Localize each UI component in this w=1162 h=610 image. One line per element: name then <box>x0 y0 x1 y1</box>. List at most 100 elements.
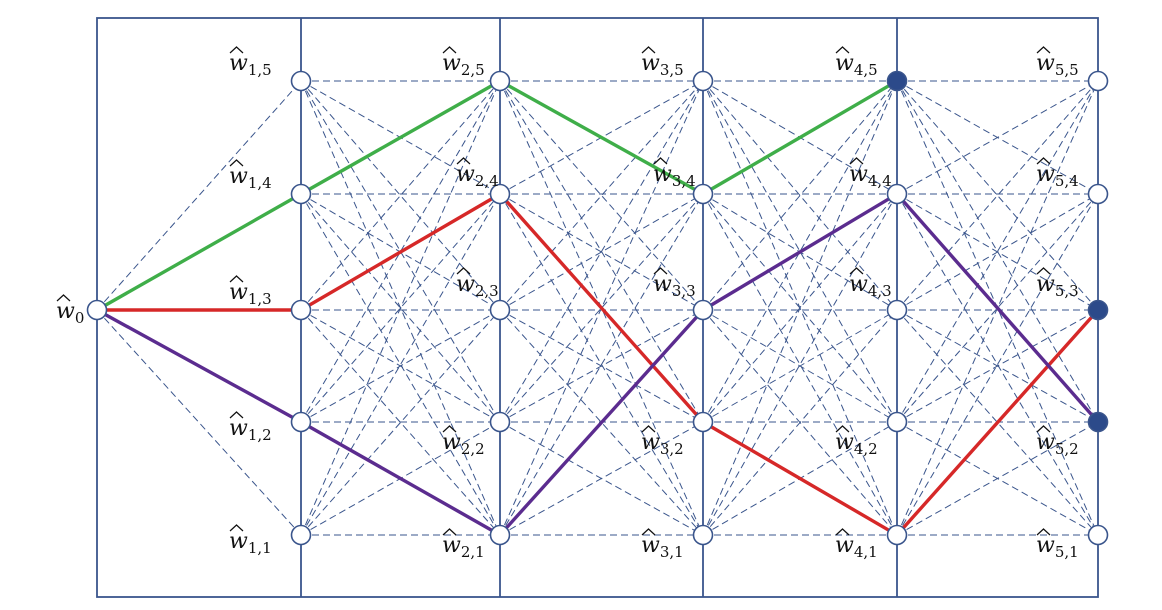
label-w-1-4: w1,4 <box>229 159 272 192</box>
label-w-5-3: w5,3 <box>1036 267 1079 300</box>
label-w-4-5-text: w4,5 <box>835 51 878 79</box>
label-w-5-3-text: w5,3 <box>1036 272 1079 300</box>
label-w-2-2-text: w2,2 <box>442 430 485 458</box>
label-w-4-1-hat <box>835 528 850 536</box>
label-w-5-2-hat <box>1036 425 1051 433</box>
edge-2-2-4 <box>499 193 704 423</box>
label-w-2-5-base: w <box>442 51 461 76</box>
label-w-4-4-base: w <box>849 162 868 187</box>
label-w-4-3: w4,3 <box>849 267 892 300</box>
label-w-1-1-base: w <box>229 529 248 554</box>
label-w-1-1-text: w1,1 <box>229 529 272 557</box>
label-w-2-1-hat <box>442 528 457 536</box>
label-w-5-5-hat <box>1036 46 1051 54</box>
label-w-4-4-sub: 4,4 <box>868 172 892 190</box>
label-w-2-4: w2,4 <box>456 157 499 190</box>
edge-3-5-1 <box>702 80 898 536</box>
label-w-5-5-text: w5,5 <box>1036 51 1079 79</box>
node-w-3-1 <box>692 524 714 546</box>
edge-2-2-1 <box>499 421 704 536</box>
purple-path <box>96 192 1100 537</box>
label-w-1-4-base: w <box>229 164 248 189</box>
node-w-1-3 <box>290 299 312 321</box>
label-w-5-2-base: w <box>1036 430 1055 455</box>
label-w-5-2-sub: 5,2 <box>1055 440 1079 458</box>
label-w-2-3-base: w <box>456 272 475 297</box>
edge-2-4-1 <box>499 193 704 536</box>
label-w-3-1-sub: 3,1 <box>660 543 684 561</box>
label-w-1-3-hat <box>229 275 244 283</box>
node-w-1-5 <box>290 70 312 92</box>
label-w0-sub: 0 <box>75 309 85 327</box>
label-w-5-4: w5,4 <box>1036 157 1079 190</box>
label-w-4-2-sub: 4,2 <box>854 440 878 458</box>
edge-3-3-5 <box>702 80 898 311</box>
label-w-4-5: w4,5 <box>835 46 878 79</box>
label-w0-hat <box>56 294 71 302</box>
label-w-2-4-sub: 2,4 <box>475 172 499 190</box>
edge-4-5-3 <box>896 80 1099 311</box>
node-w0 <box>86 299 108 321</box>
label-w-1-3-base: w <box>229 280 248 305</box>
edge-4-2-1 <box>896 421 1099 536</box>
label-w-3-2-text: w3,2 <box>641 430 684 458</box>
label-w-4-5-base: w <box>835 51 854 76</box>
edge-2-5-3 <box>499 80 704 311</box>
label-w-2-1-text: w2,1 <box>442 533 485 561</box>
edge-1-2-4 <box>300 193 501 423</box>
label-w-2-1-sub: 2,1 <box>461 543 485 561</box>
node-w-1-1 <box>290 524 312 546</box>
node-w-2-2 <box>489 411 511 433</box>
label-w-1-5-base: w <box>229 51 248 76</box>
label-w-5-4-base: w <box>1036 162 1055 187</box>
edge-4-5-4 <box>896 80 1099 195</box>
label-w-2-1-base: w <box>442 533 461 558</box>
label-w-5-3-sub: 5,3 <box>1055 282 1079 300</box>
label-w-2-5-text: w2,5 <box>442 51 485 79</box>
edge-2-3-5 <box>499 80 704 311</box>
label-w-2-4-text: w2,4 <box>456 162 499 190</box>
dashed-transitions <box>96 80 1099 536</box>
label-w-5-5-base: w <box>1036 51 1055 76</box>
label-w-5-1-base: w <box>1036 533 1055 558</box>
node-w-3-3 <box>692 299 714 321</box>
label-w-2-3-text: w2,3 <box>456 272 499 300</box>
label-w-1-3: w1,3 <box>229 275 272 308</box>
label-w-4-5-sub: 4,5 <box>854 61 878 79</box>
red-path <box>97 192 1100 537</box>
edge-0-1-5 <box>96 80 302 311</box>
label-w-2-3-hat <box>456 267 471 275</box>
label-w-1-2-hat <box>229 411 244 419</box>
label-w-4-4-text: w4,4 <box>849 162 892 190</box>
edge-1-3-5 <box>300 80 501 311</box>
label-w-3-1: w3,1 <box>641 528 684 561</box>
label-w-3-4-base: w <box>653 162 672 187</box>
node-w-5-3-filled <box>1087 299 1109 321</box>
edge-1-3-2 <box>300 309 501 423</box>
node-w-4-5-filled <box>886 70 908 92</box>
edge-4-3-2 <box>896 309 1099 423</box>
label-w-5-5-sub: 5,5 <box>1055 61 1079 79</box>
label-w-2-5: w2,5 <box>442 46 485 79</box>
label-w-3-4-sub: 3,4 <box>672 172 696 190</box>
node-w-2-3 <box>489 299 511 321</box>
node-w-4-1 <box>886 524 908 546</box>
label-w-1-3-sub: 1,3 <box>248 290 272 308</box>
label-w-2-4-base: w <box>456 162 475 187</box>
label-w-4-2: w4,2 <box>835 425 878 458</box>
label-w-1-5: w1,5 <box>229 46 272 79</box>
label-w-4-4-hat <box>849 157 864 165</box>
label-w-3-1-base: w <box>641 533 660 558</box>
label-w-3-1-text: w3,1 <box>641 533 684 561</box>
node-w-2-5 <box>489 70 511 92</box>
edge-3-3-1 <box>702 309 898 536</box>
label-w-4-3-sub: 4,3 <box>868 282 892 300</box>
edge-3-3-2 <box>702 309 898 423</box>
highlighted-paths <box>96 79 1100 537</box>
label-w-3-5-base: w <box>641 51 660 76</box>
label-w-4-1-text: w4,1 <box>835 533 878 561</box>
label-w-3-4-text: w3,4 <box>653 162 696 190</box>
label-w-3-5-text: w3,5 <box>641 51 684 79</box>
edge-1-4-2 <box>300 193 501 423</box>
